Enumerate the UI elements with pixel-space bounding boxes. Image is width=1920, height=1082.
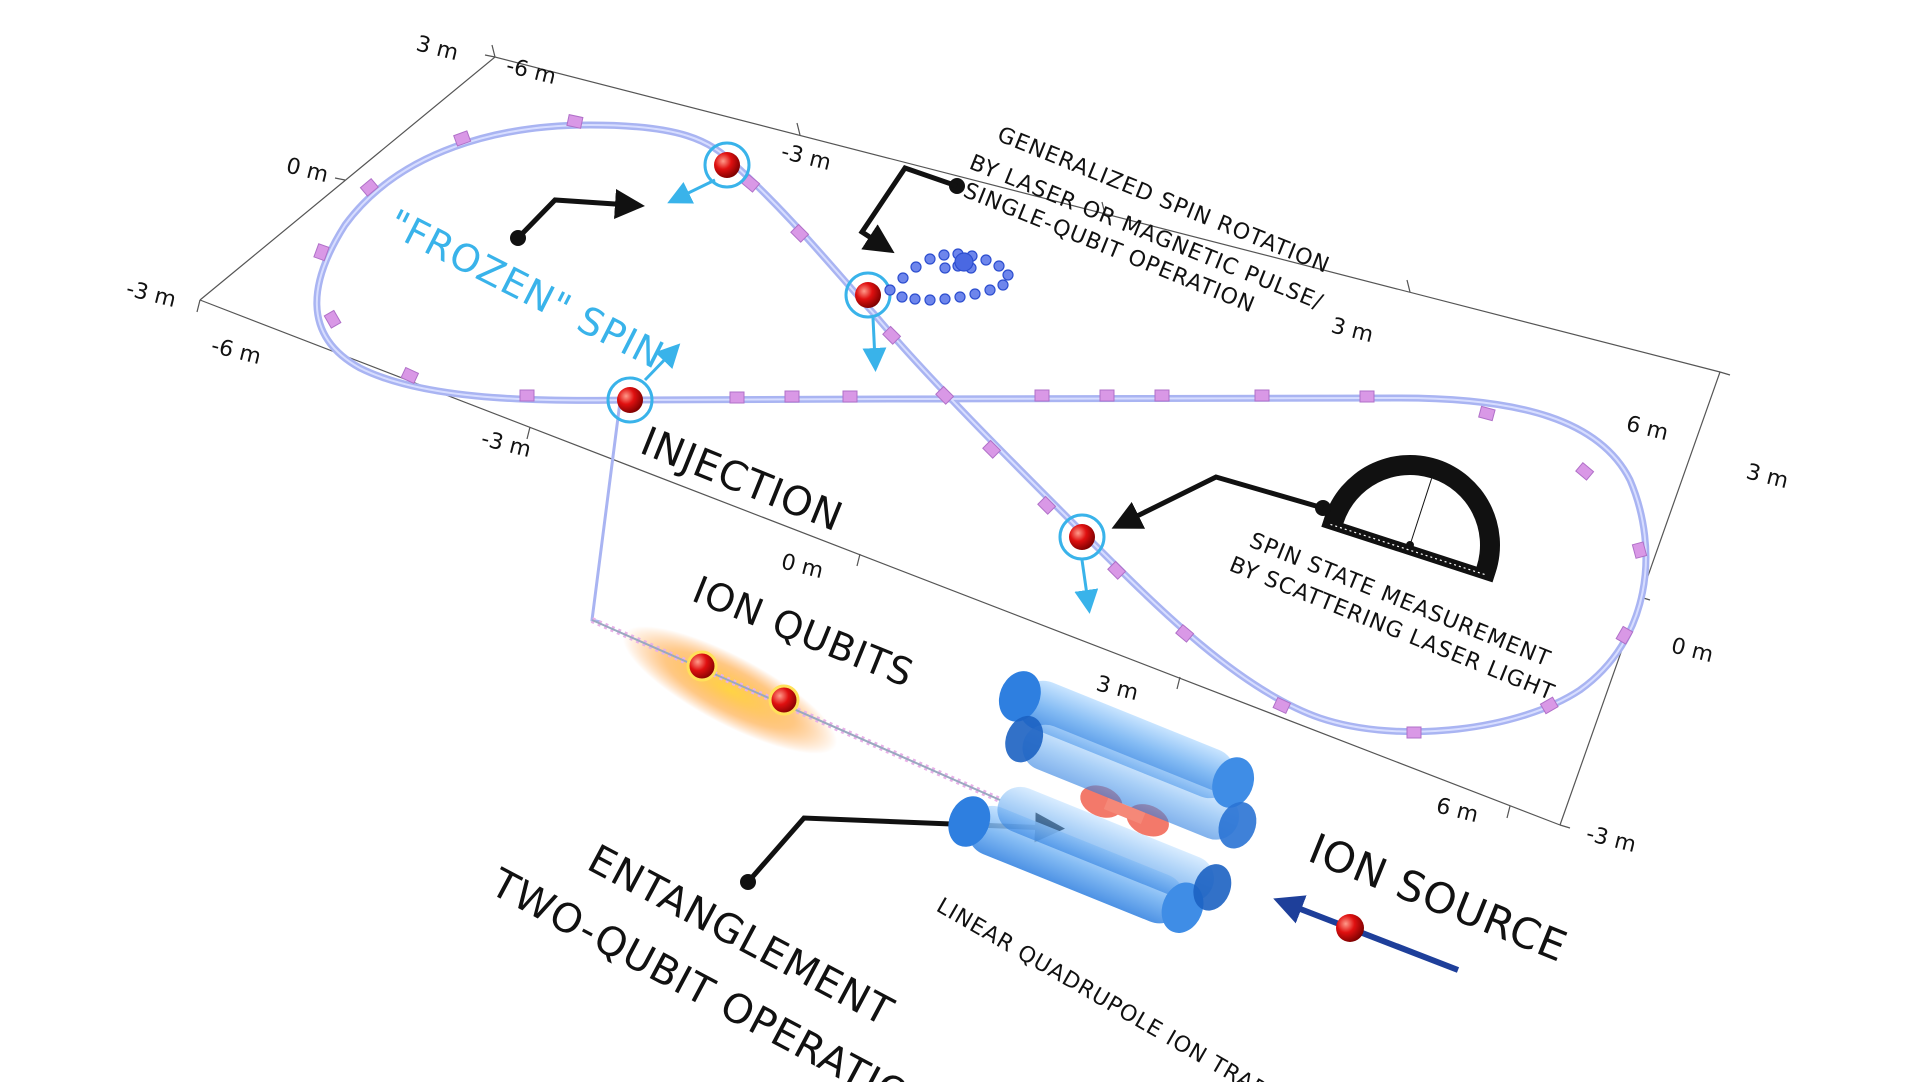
tick-back-top-6m: 6 m xyxy=(1624,412,1671,447)
ion-qubit-1 xyxy=(686,650,718,682)
ion-source xyxy=(1273,895,1460,973)
floor-plane xyxy=(196,44,1731,829)
tick-back-top-3m: 3 m xyxy=(1329,314,1376,349)
tick-front-3m: 3 m xyxy=(1094,672,1141,707)
label-entangle-line2: TWO-QUBIT OPERATION xyxy=(482,860,944,1082)
tick-front-6m: 6 m xyxy=(1434,794,1481,829)
ring-magnets xyxy=(313,114,1648,739)
ring-ions xyxy=(606,141,1106,614)
tick-right-3m: 3 m xyxy=(1744,460,1791,495)
label-trap: LINEAR QUADRUPOLE ION TRAP xyxy=(932,894,1270,1082)
tick-back-left-0m: 0 m xyxy=(284,154,331,189)
ion-qubit-2 xyxy=(768,684,800,716)
source-ion xyxy=(1336,914,1364,942)
protractor-icon xyxy=(1321,455,1500,583)
callout-measurement xyxy=(1111,474,1331,529)
tick-right-neg3m: -3 m xyxy=(1584,822,1639,858)
axis-ticks: 3 m 0 m -3 m -6 m -3 m 3 m 6 m 3 m 0 m -… xyxy=(124,32,1791,858)
tick-back-left-3m: 3 m xyxy=(414,32,461,67)
labels: "FROZEN" SPIN INJECTION ION QUBITS GENER… xyxy=(381,122,1574,1082)
callout-frozen-spin xyxy=(510,189,645,246)
ion-measurement xyxy=(1058,513,1106,614)
tick-front-neg3m: -3 m xyxy=(479,427,534,463)
ion-trap xyxy=(948,671,1257,933)
label-ion-source: ION SOURCE xyxy=(1302,824,1574,972)
tick-back-top-neg6m: -6 m xyxy=(504,54,559,90)
spin-rotation-icon xyxy=(884,248,1014,306)
tick-right-0m: 0 m xyxy=(1669,634,1716,669)
tick-front-0m: 0 m xyxy=(779,550,826,585)
label-measure-line2: BY SCATTERING LASER LIGHT xyxy=(1226,552,1558,706)
ion-qubit-beamline xyxy=(590,617,1002,803)
tick-back-top-neg3m: -3 m xyxy=(779,140,834,176)
ion-injection xyxy=(606,343,681,424)
tick-front-neg6m: -6 m xyxy=(209,334,264,370)
ion-top xyxy=(667,141,751,204)
callout-rotation xyxy=(858,165,965,254)
tick-back-left-neg3m: -3 m xyxy=(124,277,179,313)
